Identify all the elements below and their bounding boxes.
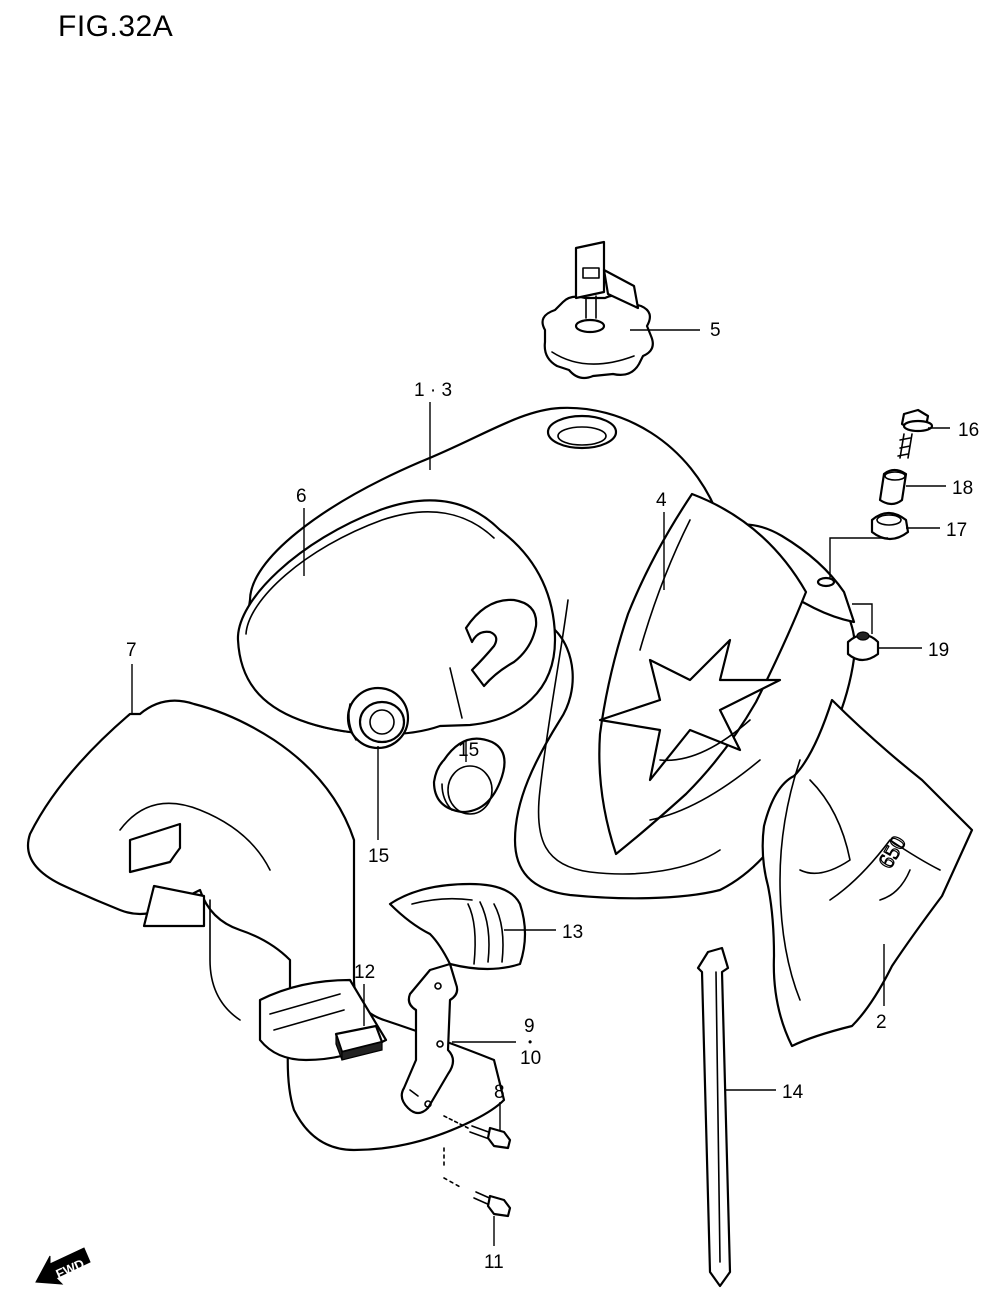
bolt-part-11 (443, 1147, 512, 1218)
callout-8: 8 (494, 1082, 505, 1103)
cushion-part-left (346, 686, 410, 750)
cushion-part-right (432, 737, 506, 815)
mount-line-17 (829, 537, 888, 578)
fuel-cap-part (541, 240, 654, 380)
callout-5: 5 (710, 320, 721, 341)
callout-12: 12 (354, 962, 375, 983)
callout-19: 19 (928, 640, 949, 661)
callout-9: 9 (524, 1016, 535, 1037)
callout-2: 2 (876, 1012, 887, 1033)
callout-14: 14 (782, 1082, 804, 1103)
bolt-part-16 (897, 408, 934, 459)
callout-11: 11 (484, 1252, 504, 1273)
callout-9-10-separator: • (528, 1035, 532, 1049)
figure-title: FIG.32A (58, 10, 174, 43)
bracket-part (400, 962, 459, 1115)
callout-6: 6 (296, 486, 307, 507)
callout-15-right: 15 (458, 740, 479, 761)
callout-7: 7 (126, 640, 137, 661)
callout-labels: 5 1 · 3 6 4 7 16 18 17 19 15 15 13 12 9 … (126, 320, 979, 1273)
grommet-part-19 (846, 631, 880, 662)
callout-13: 13 (562, 922, 583, 943)
callout-15-left: 15 (368, 846, 389, 867)
side-decal-part: 650 (761, 698, 974, 1048)
bolt-part-8 (443, 1115, 512, 1150)
collar-part-18 (878, 468, 908, 506)
callout-18: 18 (952, 478, 973, 499)
grommet-part-17 (870, 511, 910, 541)
callout-17: 17 (946, 520, 967, 541)
callout-16: 16 (958, 420, 979, 441)
rubber-part (388, 882, 527, 971)
mount-line-19 (852, 603, 873, 634)
callout-10: 10 (520, 1048, 541, 1069)
cable-tie-part (696, 946, 732, 1288)
fwd-arrow-icon: FWD (35, 1247, 91, 1285)
leader-lines (131, 329, 950, 1246)
callout-1-3: 1 · 3 (414, 380, 452, 401)
callout-4: 4 (656, 490, 667, 511)
pad-part (334, 1024, 384, 1061)
tank-emblem-part (598, 492, 808, 856)
